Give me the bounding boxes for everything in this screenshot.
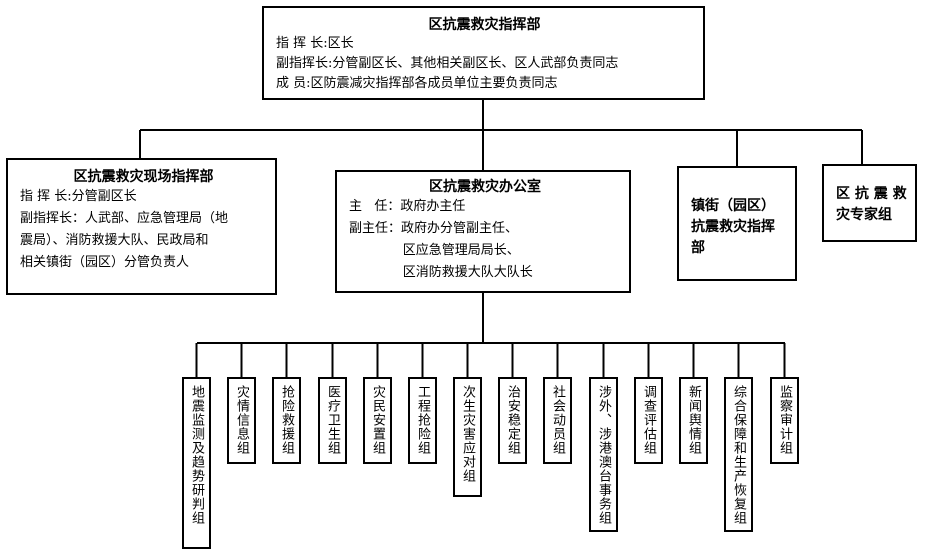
working-group-box: 治安稳定组: [498, 377, 527, 464]
hq-line-2: 副指挥长:分管副区长、其他相关副区长、区人武部负责同志: [276, 56, 619, 71]
working-group-box: 地震监测及趋势研判组: [182, 377, 211, 549]
working-group-box: 灾情信息组: [227, 377, 256, 464]
working-group-label: 综合保障和生产恢复组: [731, 385, 746, 525]
town-hq-title-2: 抗震救灾指挥: [691, 219, 775, 235]
working-group-label: 新闻舆情组: [686, 385, 701, 455]
town-hq-title-1: 镇街（园区）: [691, 198, 775, 214]
working-group-box: 综合保障和生产恢复组: [724, 377, 753, 532]
expert-group-title-2: 灾专家组: [836, 207, 892, 223]
working-group-label: 治安稳定组: [505, 385, 520, 455]
working-group-label: 医疗卫生组: [325, 385, 340, 455]
hq-line-1: 指 挥 长:区长: [276, 36, 354, 51]
town-hq-box: 镇街（园区） 抗震救灾指挥 部: [677, 166, 797, 281]
expert-group-title-1: 区 抗 震 救: [836, 186, 907, 202]
working-group-label: 灾情信息组: [234, 385, 249, 455]
working-group-box: 工程抢险组: [408, 377, 437, 464]
working-group-label: 监察审计组: [777, 385, 792, 455]
working-group-box: 调查评估组: [634, 377, 663, 464]
office-line-3: 区应急管理局局长、: [349, 243, 520, 258]
working-group-label: 社会动员组: [550, 385, 565, 455]
town-hq-title-3: 部: [691, 240, 705, 256]
hq-line-3: 成 员:区防震减灾指挥部各成员单位主要负责同志: [276, 76, 558, 91]
field-hq-line-3: 震局）、消防救援大队、民政局和: [20, 233, 209, 248]
field-hq-box: 区抗震救灾现场指挥部 指 挥 长:分管副区长 副指挥长：人武部、应急管理局（地 …: [6, 158, 277, 295]
working-group-box: 医疗卫生组: [318, 377, 347, 464]
hq-title: 区抗震救灾指挥部: [428, 17, 541, 33]
office-line-1: 主 任：政府办主任: [349, 199, 466, 214]
working-group-box: 涉外、涉港澳台事务组: [589, 377, 618, 532]
office-title: 区抗震救灾办公室: [429, 179, 541, 195]
hq-box: 区抗震救灾指挥部 指 挥 长:区长 副指挥长:分管副区长、其他相关副区长、区人武…: [262, 6, 705, 100]
working-group-label: 工程抢险组: [415, 385, 430, 455]
working-group-label: 调查评估组: [641, 385, 656, 455]
working-group-box: 新闻舆情组: [679, 377, 708, 464]
working-group-box: 次生灾害应对组: [453, 377, 482, 497]
field-hq-title: 区抗震救灾现场指挥部: [73, 169, 214, 185]
working-group-label: 次生灾害应对组: [460, 385, 475, 483]
working-group-box: 灾民安置组: [363, 377, 392, 464]
expert-group-box: 区 抗 震 救 灾专家组: [822, 164, 917, 242]
working-group-box: 抢险救援组: [272, 377, 301, 464]
field-hq-line-1: 指 挥 长:分管副区长: [20, 189, 137, 204]
office-line-4: 区消防救援大队大队长: [349, 265, 533, 280]
working-group-box: 监察审计组: [770, 377, 799, 464]
working-group-label: 涉外、涉港澳台事务组: [596, 385, 611, 525]
working-group-label: 地震监测及趋势研判组: [189, 385, 204, 525]
working-group-label: 抢险救援组: [279, 385, 294, 455]
field-hq-line-4: 相关镇街（园区）分管负责人: [20, 255, 190, 270]
working-group-label: 灾民安置组: [370, 385, 385, 455]
working-group-box: 社会动员组: [543, 377, 572, 464]
field-hq-line-2: 副指挥长：人武部、应急管理局（地: [20, 211, 229, 226]
office-box: 区抗震救灾办公室 主 任：政府办主任 副主任：政府办分管副主任、 区应急管理局局…: [335, 170, 631, 293]
office-line-2: 副主任：政府办分管副主任、: [349, 221, 519, 236]
